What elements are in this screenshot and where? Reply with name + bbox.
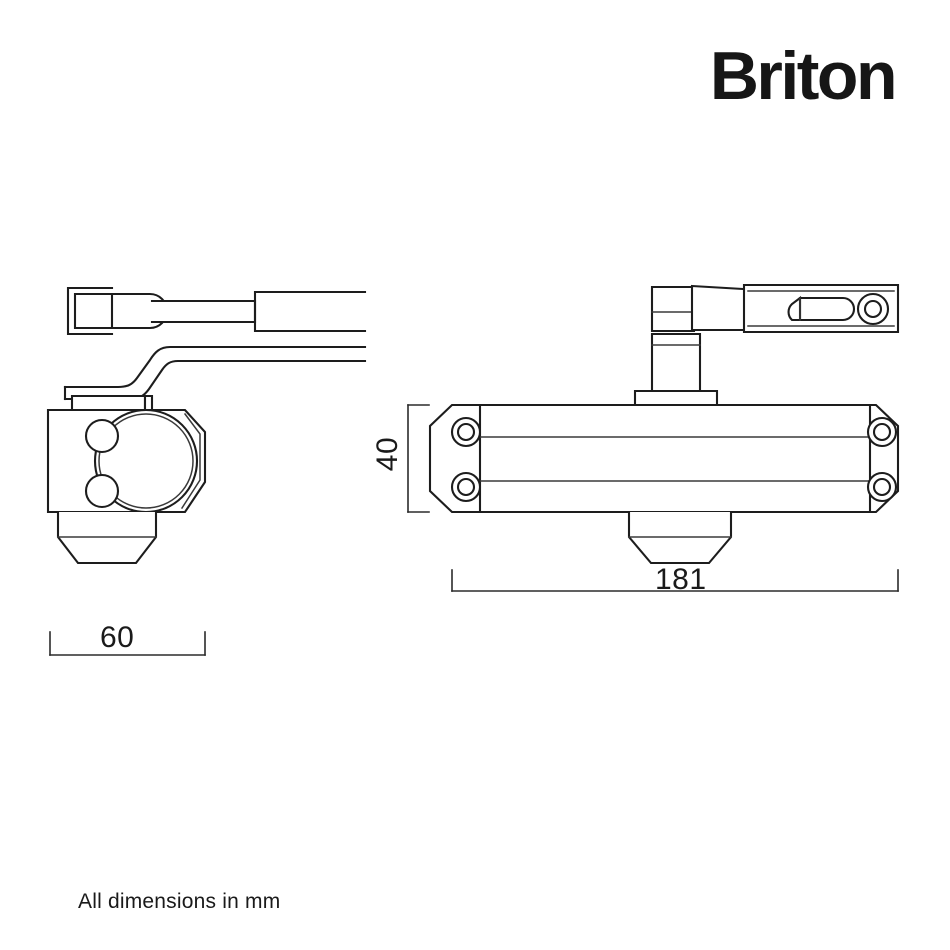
closer-body-end-inner-edge <box>180 412 201 510</box>
arm-shaft-slim <box>150 299 257 324</box>
units-footnote: All dimensions in mm <box>78 890 281 913</box>
end-view-group <box>46 286 367 565</box>
dimension-label-40: 40 <box>371 436 405 472</box>
spindle-base-plate <box>633 389 719 407</box>
dimension-lines-group <box>49 404 899 656</box>
dimension-label-181: 181 <box>655 563 707 596</box>
fixing-hole-top-right-inner <box>872 422 892 442</box>
closer-body-outline <box>428 403 900 514</box>
arm-connector-bracket-inner <box>73 292 114 330</box>
arm-pivot-hole-inner <box>863 299 883 319</box>
spindle-column <box>650 332 702 393</box>
fixing-hole-top-left-inner <box>456 422 476 442</box>
front-view-group <box>428 283 900 565</box>
arm-hub <box>650 285 696 333</box>
cylinder-bore-inner-circle <box>98 413 194 509</box>
forearm-slot <box>798 296 855 322</box>
fixing-hole-upper <box>84 418 120 454</box>
arm-shaft-wide <box>253 290 367 333</box>
briton-logo: Briton <box>709 38 898 114</box>
fixing-hole-bottom-left-inner <box>456 477 476 497</box>
arm-elbow-lower-edge <box>63 359 367 401</box>
fixing-hole-bottom-right-inner <box>872 477 892 497</box>
dimension-label-60: 60 <box>100 621 135 654</box>
fixing-hole-lower <box>84 473 120 509</box>
